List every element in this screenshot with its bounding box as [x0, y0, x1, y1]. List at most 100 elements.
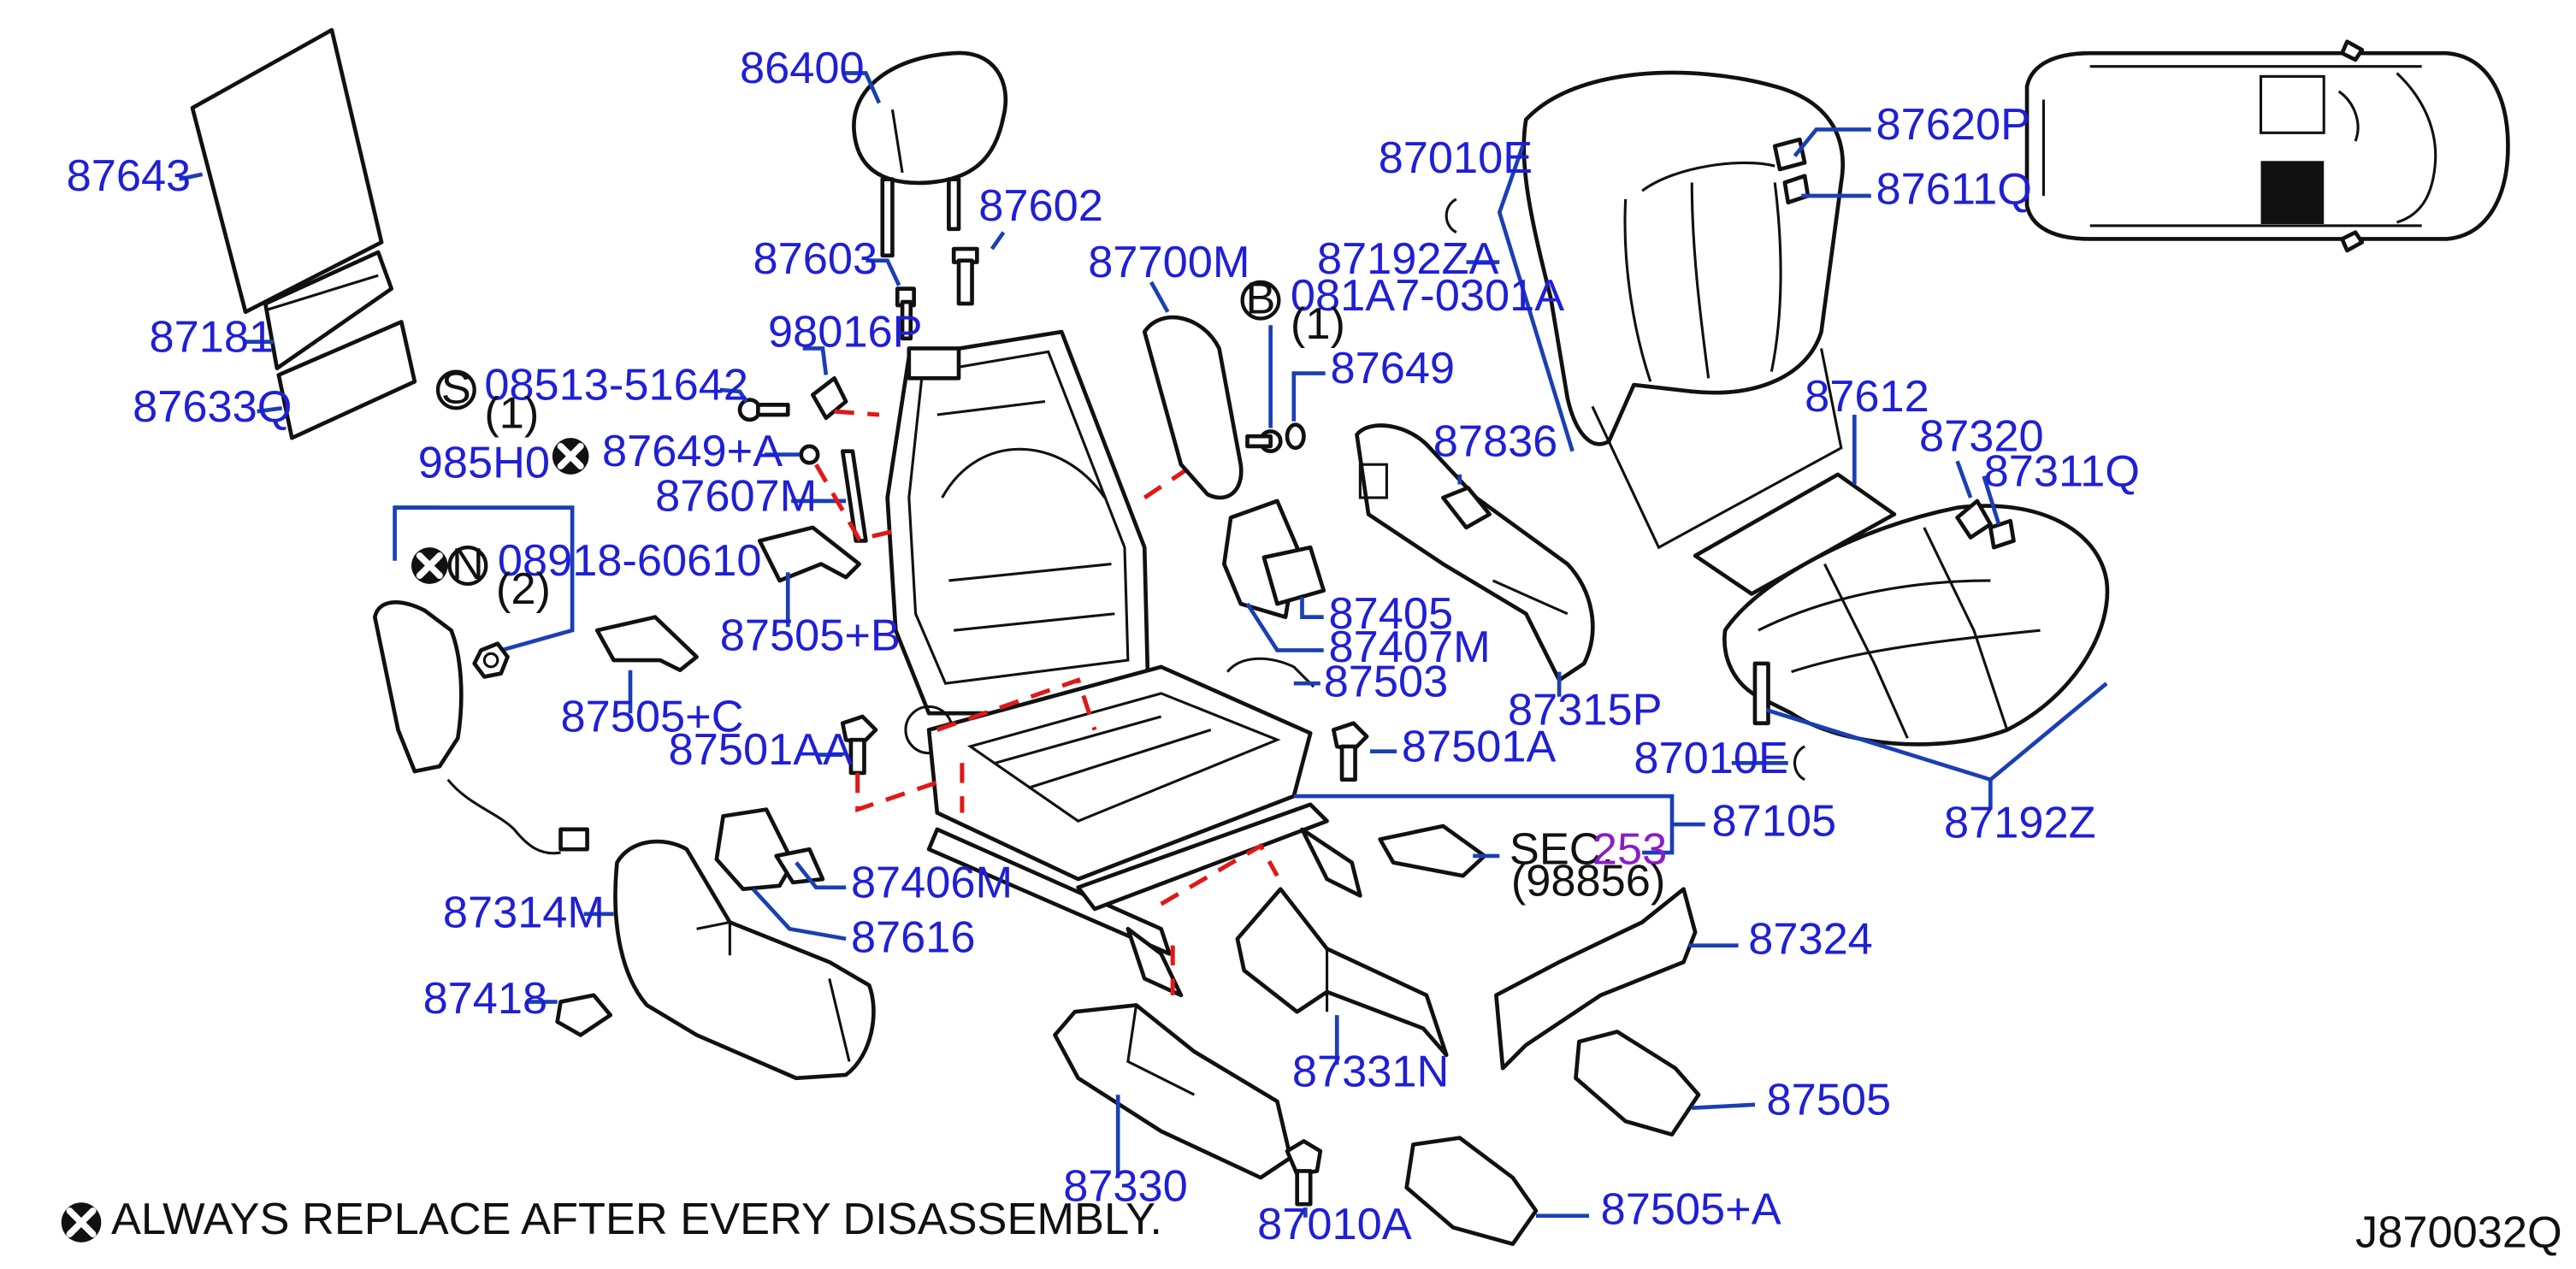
trim-87192Z	[1722, 504, 2110, 747]
pad-87633Q	[276, 320, 417, 440]
shield-87315P	[1355, 423, 1595, 682]
cover-87505	[1574, 1030, 1701, 1137]
label-87192ZA: 87192ZA	[1317, 234, 1499, 284]
cover-87331N	[1235, 887, 1449, 1057]
bolt-87501A	[1332, 721, 1369, 782]
label-87330: 87330	[1063, 1161, 1188, 1211]
label-081A7-0301A: 081A7-0301A	[1291, 271, 1564, 321]
label-87324: 87324	[1748, 914, 1873, 964]
label-87105: 87105	[1712, 797, 1837, 847]
label-08918-qty: (2)	[496, 564, 551, 614]
label-87331N: 87331N	[1292, 1048, 1449, 1097]
trim-87192ZA	[1521, 70, 1845, 550]
cover-87505B	[757, 525, 861, 583]
headrest-86400	[852, 50, 1008, 258]
switch-87105	[1378, 823, 1487, 878]
bolt-87501AA	[840, 714, 878, 776]
label-87320: 87320	[1919, 412, 2044, 462]
label-87700M: 87700M	[1088, 238, 1250, 287]
label-87010A: 87010A	[1257, 1200, 1412, 1249]
svg-text:N: N	[452, 540, 484, 589]
label-87649: 87649	[1330, 344, 1455, 393]
label-87616: 87616	[851, 912, 976, 962]
ring-87649	[1285, 422, 1306, 451]
label-87643: 87643	[67, 151, 192, 201]
label-081A7-qty: (1)	[1291, 299, 1345, 349]
clip-87503	[1226, 657, 1315, 688]
label-87503: 87503	[1324, 658, 1449, 707]
guide-87602	[951, 246, 979, 306]
clip-98016P	[811, 376, 848, 421]
label-87603: 87603	[753, 234, 878, 284]
vehicle-top-view	[2024, 39, 2510, 253]
label-87406M: 87406M	[851, 858, 1013, 907]
pad-87181	[263, 250, 394, 371]
label-98016P: 98016P	[768, 308, 923, 357]
label-sec-98856: (98856)	[1511, 856, 1665, 906]
code-circle-N: N	[447, 540, 488, 589]
bolt-081A7-0301A	[1245, 429, 1283, 454]
label-87010E-top: 87010E	[1379, 133, 1533, 183]
label-87010E-mid: 87010E	[1634, 734, 1788, 783]
label-87501A: 87501A	[1402, 722, 1557, 771]
clip-87010E-mid	[1793, 745, 1805, 782]
cover-87330	[1053, 1003, 1293, 1180]
cover-87505C	[594, 615, 699, 673]
clip-87611Q	[1782, 174, 1811, 205]
label-87620P: 87620P	[1876, 100, 2031, 150]
svg-text:B: B	[1246, 274, 1276, 324]
label-08513-qty: (1)	[484, 389, 539, 439]
wire-87607M	[840, 449, 868, 543]
label-08918-60610: 08918-60610	[498, 536, 762, 586]
label-87407M: 87407M	[1329, 623, 1491, 672]
board-87700M	[1142, 315, 1244, 500]
label-87418: 87418	[423, 974, 548, 1024]
code-circle-B: B	[1240, 274, 1281, 324]
clip-87320	[1955, 499, 1993, 540]
finisher-87314M	[613, 839, 876, 1081]
x-circle-icon	[552, 438, 589, 475]
label-87505C: 87505+C	[561, 692, 744, 741]
label-87505A: 87505+A	[1601, 1184, 1781, 1234]
label-87607M: 87607M	[655, 472, 817, 522]
cover-87505A	[1404, 1136, 1539, 1247]
code-circle-S: S	[435, 363, 476, 413]
label-87836: 87836	[1433, 417, 1558, 467]
clip-87010E-top	[1445, 198, 1457, 234]
nut-08918-60610	[472, 641, 510, 679]
label-sec-253: 253	[1592, 825, 1667, 875]
label-86400: 86400	[740, 44, 865, 93]
replace-note: ALWAYS REPLACE AFTER EVERY DISASSEMBLY.	[111, 1195, 1162, 1244]
clip-87620P	[1772, 137, 1807, 172]
pad-87612	[1693, 472, 1897, 596]
label-87315P: 87315P	[1508, 686, 1663, 735]
label-985H0: 985H0	[418, 439, 550, 488]
label-87633Q: 87633Q	[133, 382, 292, 432]
airbag-985H0	[372, 600, 589, 855]
label-87611Q: 87611Q	[1876, 165, 2032, 215]
label-87505B: 87505+B	[720, 611, 901, 660]
guide-87603	[895, 286, 916, 341]
label-87192Z: 87192Z	[1944, 799, 2096, 848]
label-87501AA: 87501AA	[669, 725, 854, 775]
svg-text:S: S	[441, 363, 471, 413]
label-87405: 87405	[1329, 589, 1454, 639]
label-87181: 87181	[150, 312, 275, 362]
nut-87649A	[799, 444, 820, 465]
label-87612: 87612	[1805, 372, 1929, 422]
label-87602: 87602	[978, 181, 1103, 231]
clip-87311Q	[1988, 518, 2016, 550]
cover-87418	[555, 993, 613, 1037]
pad-87643	[190, 27, 384, 315]
diagram-id: J870032Q	[2355, 1208, 2562, 1258]
label-87314M: 87314M	[443, 888, 605, 937]
x-circle-icon	[411, 547, 448, 584]
label-08513-51642: 08513-51642	[484, 361, 748, 410]
bracket-87836	[1441, 486, 1492, 530]
x-circle-icon	[61, 1202, 102, 1242]
bolt-87010A	[1285, 1139, 1323, 1207]
cover-87406M	[714, 807, 795, 892]
bolt-08513-51642	[737, 398, 790, 422]
label-87649A: 87649+A	[602, 427, 783, 476]
